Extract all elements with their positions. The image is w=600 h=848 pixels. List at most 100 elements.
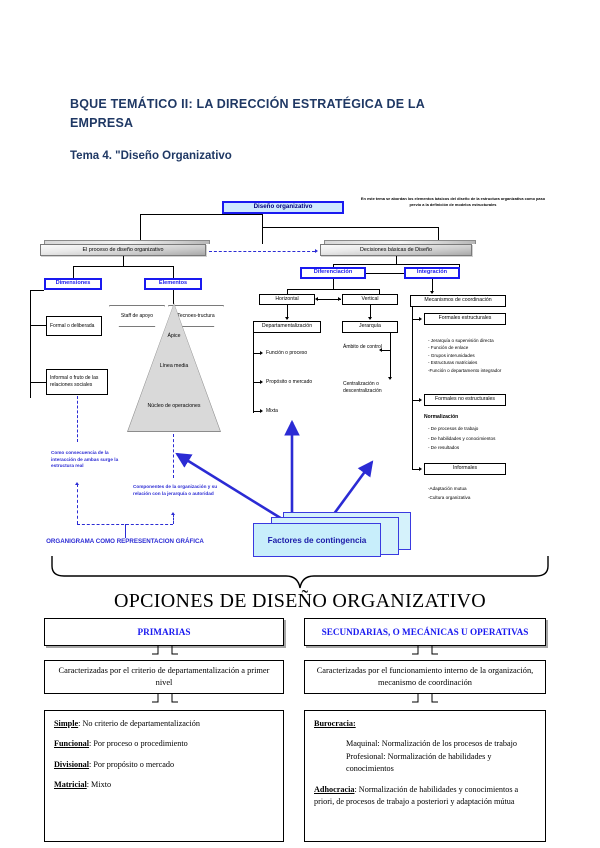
list-formales-estructurales: - Jerarquía o supervisión directa - Func… xyxy=(428,337,548,374)
arrow-depto-i2 xyxy=(260,380,263,384)
connector-root-right xyxy=(438,227,439,244)
connector-secundarias-2 xyxy=(412,694,438,703)
label-organigrama: ORGANIGRAMA COMO REPRESENTACION GRÁFICA xyxy=(46,538,204,545)
arrow-down-departamentalizacion xyxy=(285,317,289,320)
node-elementos: Elementos xyxy=(144,278,202,290)
connector-dimensiones xyxy=(73,266,74,278)
connector-mec-i2 xyxy=(412,400,420,401)
arrow-right-vert xyxy=(338,297,341,301)
pyramid-label-linea-media: Línea media xyxy=(159,363,189,369)
connector-primarias-2 xyxy=(152,694,178,703)
label-proposito-mercado: Propósito o mercado xyxy=(266,379,313,385)
arrow-left-horiz xyxy=(315,297,318,301)
label-centralizacion: Centralización o descentralización xyxy=(343,381,382,394)
dashed-link-banners xyxy=(209,251,315,252)
dashed-from-informal xyxy=(77,396,78,442)
right-banner-top xyxy=(324,240,476,244)
list-primarias: Simple: No criterio de departamentalizac… xyxy=(44,710,284,842)
arrow-up-note-left xyxy=(75,482,79,485)
term-funcional: Funcional xyxy=(54,739,90,749)
note-componentes-organizacion: Componentes de la organización y su rela… xyxy=(133,484,218,496)
node-staff-apoyo: Staff de apoyo xyxy=(109,305,165,327)
list-item: -Función o departamento integrador xyxy=(428,367,502,373)
node-diferenciacion: Diferenciación xyxy=(300,267,366,279)
list-normalizacion: - De procesos de trabajo - De habilidade… xyxy=(428,424,548,453)
pyramid-label-apice: Ápice xyxy=(167,333,181,339)
list-item: - Función de enlace xyxy=(428,345,469,351)
node-vertical: Vertical xyxy=(342,294,398,305)
node-formales-no-estructurales: Formales no estructurales xyxy=(424,394,506,406)
connector-integracion-down xyxy=(432,279,433,293)
arrow-down-mecanismos xyxy=(430,291,434,294)
connector-depto-trunk xyxy=(253,333,254,403)
connector-dif-down xyxy=(333,279,334,289)
list-item: Matricial: Mixto xyxy=(54,779,274,791)
connector-right-banner-down xyxy=(396,256,397,264)
pyramid-label-nucleo: Núcleo de operaciones xyxy=(147,403,201,409)
label-funcion-proceso: Función o proceso xyxy=(266,350,308,356)
header-primarias: PRIMARIAS xyxy=(44,618,284,646)
term-matricial: Matricial xyxy=(54,779,87,789)
node-informal-relaciones: Informal o fruto de las relaciones socia… xyxy=(46,369,108,395)
arrow-jer-i1 xyxy=(379,348,382,352)
list-item: -Cultura organizativa xyxy=(428,495,471,501)
connector-mec-i3 xyxy=(412,469,420,470)
text-adhocracia: : Normalización de habilidades y conocim… xyxy=(314,785,519,807)
arrow-depto-i3 xyxy=(260,409,263,413)
term-adhocracia: Adhocracia xyxy=(314,785,355,795)
list-secundarias: Burocracia: Maquinal: Normalización de l… xyxy=(304,710,546,842)
page-title: BQUE TEMÁTICO II: LA DIRECCIÓN ESTRATÉGI… xyxy=(70,97,425,131)
list-item: - Grupos interunidades xyxy=(428,352,475,358)
label-mixta: Mixta xyxy=(266,408,278,414)
connector-depto-trunk2 xyxy=(253,403,254,413)
list-item: Maquinal: Normalización de los procesos … xyxy=(314,738,536,775)
dashed-note-right-down xyxy=(173,514,174,524)
dashed-link-arrow xyxy=(315,249,318,253)
connector-depto-i1 xyxy=(253,353,261,354)
note-estructura-real: Como consecuencia de la interacción de a… xyxy=(51,450,119,469)
root-annotation: En este tema se abordan los elementos bá… xyxy=(360,196,546,207)
connector-horizontal xyxy=(287,289,288,294)
connector-dif-int xyxy=(366,273,404,274)
text-funcional: : Por proceso o procedimiento xyxy=(89,739,188,749)
arrow-depto-i1 xyxy=(260,351,263,355)
text-maquinal: Maquinal: Normalización de los procesos … xyxy=(346,739,517,749)
banner-proceso-diseno: El proceso de diseño organizativo xyxy=(40,244,206,256)
list-item: - De procesos de trabajo xyxy=(428,426,479,431)
header-secundarias: SECUNDARIAS, O MECÁNICAS U OPERATIVAS xyxy=(304,618,546,646)
arrow-mec-i2 xyxy=(419,398,422,402)
list-item: Divisional: Por propósito o mercado xyxy=(54,759,274,771)
connector-vertical xyxy=(379,289,380,294)
desc-secundarias: Caracterizadas por el funcionamiento int… xyxy=(304,660,546,694)
node-horizontal: Horizontal xyxy=(259,294,315,305)
node-jerarquia: Jerarquía xyxy=(342,321,398,333)
connector-dim-item1 xyxy=(30,325,46,326)
options-section-title: OPCIONES DE DISEÑO ORGANIZATIVO xyxy=(113,590,487,612)
connector-horizontal-down xyxy=(287,305,288,319)
connector-root-to-right xyxy=(262,227,439,228)
text-divisional: : Por propósito o mercado xyxy=(89,759,175,769)
card-factores-contingencia: Factores de contingencia xyxy=(253,523,381,557)
connector-root-down xyxy=(262,214,263,244)
label-normalizacion: Normalización xyxy=(424,414,459,420)
node-dimensiones: Dimensiones xyxy=(44,278,102,290)
node-formal-deliberada: Formal o deliberada xyxy=(46,316,102,336)
list-item: - De resultados xyxy=(428,445,460,451)
connector-elementos-down xyxy=(173,290,174,304)
connector-elementos xyxy=(173,266,174,278)
connector-mec-trunk xyxy=(412,307,413,469)
list-item: - Estructuras matriciales xyxy=(428,360,478,366)
list-informales: -Adaptación mutua -Cultura organizativa xyxy=(428,484,548,502)
connector-left-stub xyxy=(140,214,141,244)
list-item: Simple: No criterio de departamentalizac… xyxy=(54,718,274,730)
connector-depto-i3 xyxy=(253,411,261,412)
page-subtitle: Tema 4. "Diseño Organizativo xyxy=(70,150,232,162)
node-departamentalizacion: Departamentalización xyxy=(253,321,321,333)
dashed-from-pyramid xyxy=(173,434,174,478)
desc-primarias: Caracterizadas por el criterio de depart… xyxy=(44,660,284,694)
node-formales-estructurales: Formales estructurales xyxy=(424,313,506,325)
connector-mec-i1 xyxy=(412,319,420,320)
connector-right-tier xyxy=(333,264,459,265)
label-ambito-control: Ámbito de control xyxy=(343,344,382,350)
